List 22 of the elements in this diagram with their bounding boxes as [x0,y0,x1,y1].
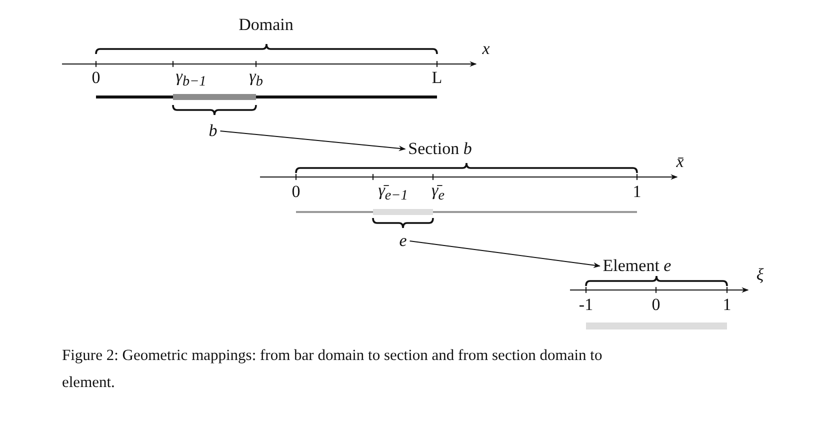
axis-label: x̄ [676,153,684,171]
axis-title: Element e [602,257,672,275]
arrow [409,240,600,268]
figure-caption: Figure 2: Geometric mappings: from bar domain to section and from section domain to element. [62,346,604,393]
tick-label: -1 [578,296,594,314]
tick-label: γ$_{b}$ [249,67,263,91]
tick-label: γ̄$_{e}$ [432,181,444,205]
axis-title: Section b [408,140,472,158]
axis-title: Domain [238,16,294,34]
arrow [220,130,406,152]
interval-label: e [399,232,407,250]
tick-label: 1 [632,183,642,201]
tick-label: γ$_{b−1}$ [176,67,206,91]
tick-label: γ̄$_{e−1}$ [378,181,408,205]
tick-label: 1 [722,296,732,314]
tick-label: L [432,69,442,87]
tick-label: 0 [92,69,100,87]
interval-label: b [208,122,218,140]
tick-label: 0 [652,296,660,314]
axis-label: x [482,40,490,58]
axis-label: ξ [756,266,764,284]
tick-label: 0 [292,183,300,201]
